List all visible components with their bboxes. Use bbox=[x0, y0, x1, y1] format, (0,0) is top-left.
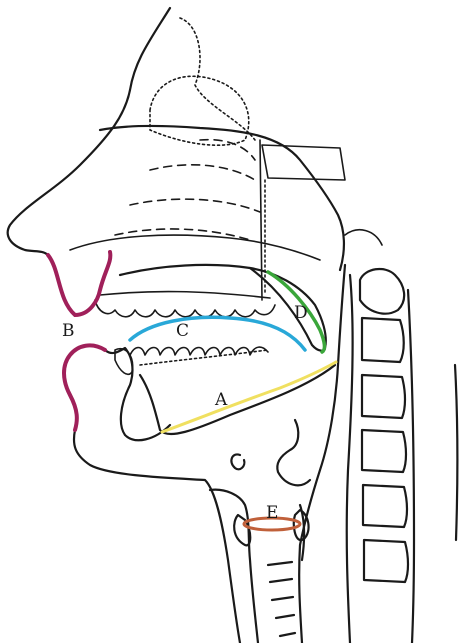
trachea-ring-2 bbox=[270, 579, 292, 582]
larynx-front bbox=[210, 490, 258, 643]
upper-teeth bbox=[95, 300, 275, 317]
vertebra-4 bbox=[362, 430, 406, 472]
trachea-ring-4 bbox=[276, 615, 294, 618]
nasal-cavity-outline bbox=[100, 126, 344, 270]
nasal-concha-2 bbox=[130, 199, 260, 212]
vertebra-2 bbox=[362, 318, 404, 362]
hyoid bbox=[231, 454, 244, 469]
sinus-upper bbox=[180, 18, 255, 140]
label-c: C bbox=[176, 321, 189, 341]
tongue-body bbox=[140, 365, 335, 434]
lips-lower-highlight bbox=[64, 345, 105, 430]
vertebra-6 bbox=[364, 540, 408, 582]
upper-gum bbox=[100, 292, 270, 298]
trachea-ring-3 bbox=[272, 597, 293, 600]
sinus-rear bbox=[262, 145, 345, 180]
nasal-floor bbox=[70, 235, 320, 260]
lower-teeth bbox=[130, 347, 268, 355]
atlas-vertebra bbox=[360, 269, 404, 314]
nasal-concha-1 bbox=[150, 165, 255, 180]
spinous-line bbox=[455, 365, 457, 540]
epiglottis bbox=[277, 420, 310, 485]
spine-front bbox=[347, 275, 353, 643]
tongue-top-highlight bbox=[130, 317, 305, 350]
dura-line bbox=[345, 230, 382, 245]
vertebra-3 bbox=[362, 375, 405, 418]
spine-back bbox=[408, 290, 414, 643]
tongue-root-highlight bbox=[162, 362, 336, 432]
label-b: B bbox=[62, 321, 75, 341]
label-d: D bbox=[294, 303, 308, 323]
lower-lip-inner bbox=[70, 345, 170, 440]
trachea-ring-1 bbox=[268, 562, 292, 565]
face-profile-upper bbox=[8, 8, 170, 255]
label-a: A bbox=[214, 390, 228, 410]
nasal-concha-4 bbox=[200, 140, 255, 160]
vertebra-5 bbox=[363, 485, 407, 527]
lips-upper-highlight bbox=[48, 252, 110, 315]
sinus-sphenoid bbox=[150, 76, 249, 145]
trachea-ring-5 bbox=[280, 633, 295, 636]
label-e: E bbox=[266, 503, 278, 523]
